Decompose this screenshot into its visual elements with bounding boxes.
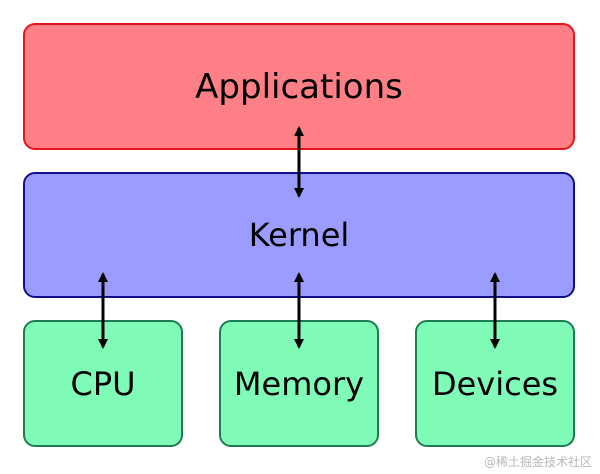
cpu-label: CPU — [70, 364, 136, 403]
devices-label: Devices — [431, 364, 559, 403]
kernel-label: Kernel — [248, 216, 350, 254]
applications-label: Applications — [195, 66, 403, 107]
kernel-box: Kernel — [23, 172, 575, 298]
memory-label: Memory — [233, 364, 365, 403]
watermark: @稀土掘金技术社区 — [483, 455, 592, 469]
cpu-box: CPU — [23, 320, 183, 447]
memory-box: Memory — [219, 320, 379, 447]
applications-box: Applications — [23, 23, 575, 150]
devices-box: Devices — [415, 320, 575, 447]
